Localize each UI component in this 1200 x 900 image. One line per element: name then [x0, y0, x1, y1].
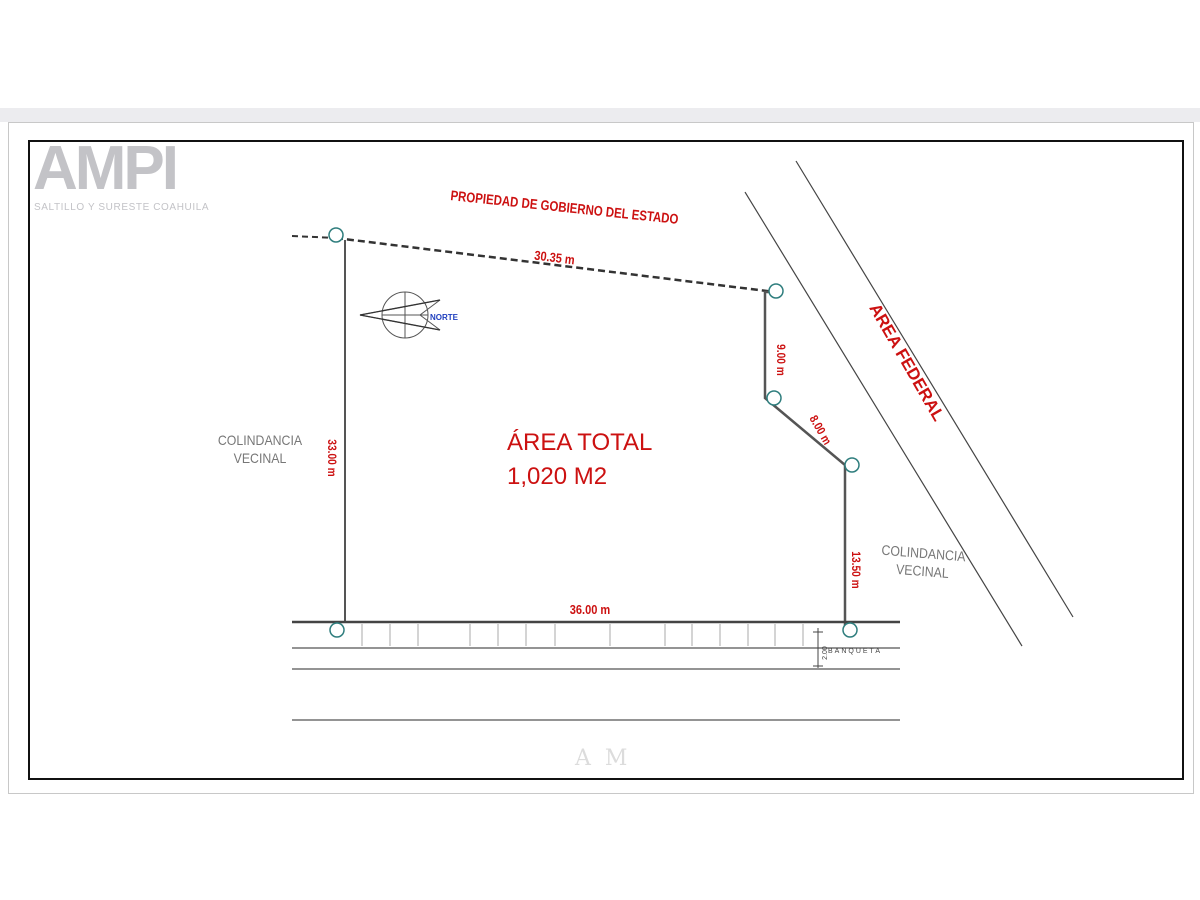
sidewalk-label: BANQUETA	[828, 648, 882, 655]
east-boundary	[763, 290, 847, 630]
watermark: AM	[575, 746, 642, 771]
north-arrow-label: NORTE	[430, 313, 459, 322]
dimension-north: 30.35 m	[534, 248, 576, 268]
neighbor-left-line-1: COLINDANCIA	[217, 432, 303, 448]
outer-frame	[8, 122, 1194, 794]
street-lines	[292, 647, 900, 721]
total-area-label: ÁREA TOTAL	[507, 429, 653, 456]
boundary-extension	[291, 235, 337, 239]
north-boundary-label: PROPIEDAD DE GOBIERNO DEL ESTADO	[450, 187, 680, 227]
north-boundary	[335, 236, 776, 294]
vertex-marker	[768, 283, 784, 299]
total-area-value: 1,020 M2	[507, 463, 608, 490]
plan-border	[28, 140, 1184, 780]
dimension-east-diagonal: 8.00 m	[806, 413, 833, 447]
vertex-markers	[328, 227, 860, 638]
dimension-east-upper: 9.00 m	[774, 344, 787, 376]
sidewalk-dimension-text: 2.00	[822, 646, 829, 660]
ampi-logo: AMPI	[33, 134, 179, 203]
vertex-marker	[329, 622, 345, 638]
top-band	[0, 108, 1200, 122]
neighbor-right-label: COLINDANCIA VECINAL	[874, 540, 973, 584]
dimension-east-lower: 13.50 m	[849, 551, 862, 588]
vertex-marker	[328, 227, 344, 243]
vertex-marker	[766, 390, 782, 406]
neighbor-left-line-2: VECINAL	[233, 450, 287, 466]
federal-zone-lines	[744, 160, 1074, 647]
federal-zone-label: AREA FEDERAL	[865, 300, 948, 424]
ampi-tagline: SALTILLO Y SURESTE COAHUILA	[34, 202, 210, 213]
total-area: ÁREA TOTAL 1,020 M2	[507, 426, 652, 494]
neighbor-left-label: COLINDANCIA VECINAL	[212, 431, 309, 467]
sidewalk-ticks	[361, 624, 804, 646]
dimension-south: 36.00 m	[570, 602, 611, 617]
north-arrow-icon	[359, 291, 441, 339]
dimension-west: 33.00 m	[325, 439, 338, 476]
vertex-marker	[842, 622, 858, 638]
vertex-marker	[844, 457, 860, 473]
